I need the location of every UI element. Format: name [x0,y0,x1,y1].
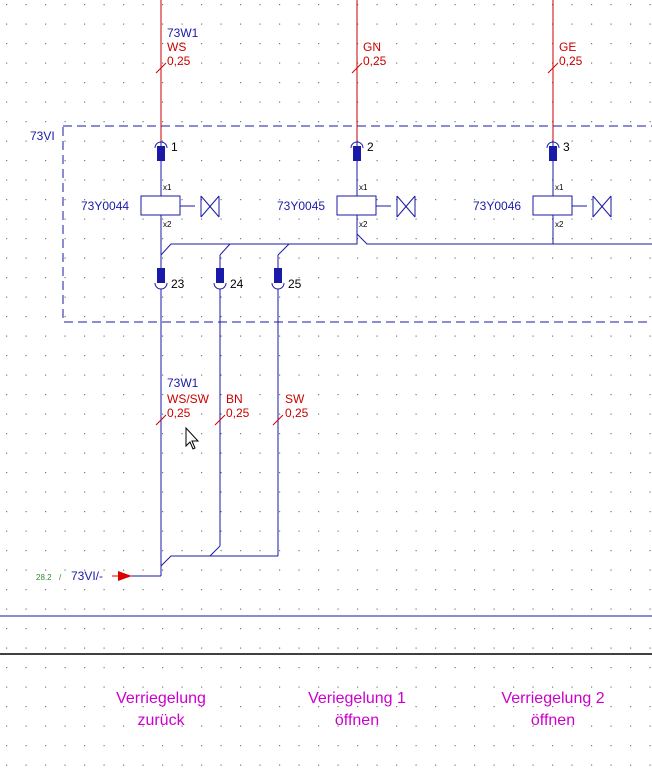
connector-pin-3[interactable] [546,141,560,161]
bottom-cable-3-size: 0,25 [285,406,309,420]
pin-23-number: 23 [171,277,185,291]
bottom-bus-wiring[interactable] [132,545,278,577]
bottom-cable-1-color: WS/SW [167,392,210,406]
footer-label-2-line1: Veriegelung 1 [308,690,406,707]
top-cable-1-color: WS [167,40,186,54]
bottom-cable-1-size: 0,25 [167,406,191,420]
pin-1-number: 1 [171,140,178,154]
cross-ref-signal[interactable]: 73VI/- [71,569,103,583]
bottom-cable-1-name: 73W1 [167,376,199,390]
valve-1-x1: x1 [163,183,172,192]
bottom-cable-2-color: BN [226,392,243,406]
bottom-cable-3-color: SW [285,392,305,406]
footer-label-3-line1: Verriegelung 2 [501,690,604,707]
top-cable-3-size: 0,25 [559,54,583,68]
valve-symbol-1-icon [200,195,220,218]
top-cable-1-size: 0,25 [167,54,191,68]
top-cable-2-color: GN [363,40,381,54]
valve-symbol-2-icon [396,195,416,218]
valve-1-tag: 73Y0044 [81,199,129,213]
cross-ref-page[interactable]: 28.2 [36,573,52,582]
connector-pin-2[interactable] [350,141,364,161]
connector-pin-1[interactable] [154,141,168,161]
footer-label-1-line1: Verriegelung [116,690,206,707]
valve-3-x2: x2 [555,220,564,229]
valve-3-x1: x1 [555,183,564,192]
top-cable-3-color: GE [559,40,576,54]
footer-label-3-line2: öffnen [531,712,575,729]
bottom-wire-3[interactable] [272,289,284,556]
valve-symbol-3-icon [592,195,612,218]
pin-25-number: 25 [288,277,302,291]
footer-label-1-line2: zurück [137,712,185,729]
mouse-pointer-icon [185,426,200,450]
valve-2-x1: x1 [359,183,368,192]
device-box [62,125,652,323]
device-box-label: 73VI [30,129,55,143]
top-cable-2-size: 0,25 [363,54,387,68]
pin-3-number: 3 [563,140,570,154]
footer-label-2-line2: öffnen [335,712,379,729]
bottom-wire-2[interactable] [214,289,226,546]
valve-2-tag: 73Y0045 [277,199,325,213]
bottom-wire-1[interactable] [155,289,167,576]
pin-24-number: 24 [230,277,244,291]
valve-3-tag: 73Y0046 [473,199,521,213]
bottom-cable-2-size: 0,25 [226,406,250,420]
cross-ref-separator: / [59,573,62,582]
top-cable-1-name: 73W1 [167,26,199,40]
interrupt-arrow-icon [112,571,132,581]
valve-bus-wiring[interactable] [160,215,652,268]
valve-1-x2: x2 [163,220,172,229]
valve-2-x2: x2 [359,220,368,229]
pin-2-number: 2 [367,140,374,154]
